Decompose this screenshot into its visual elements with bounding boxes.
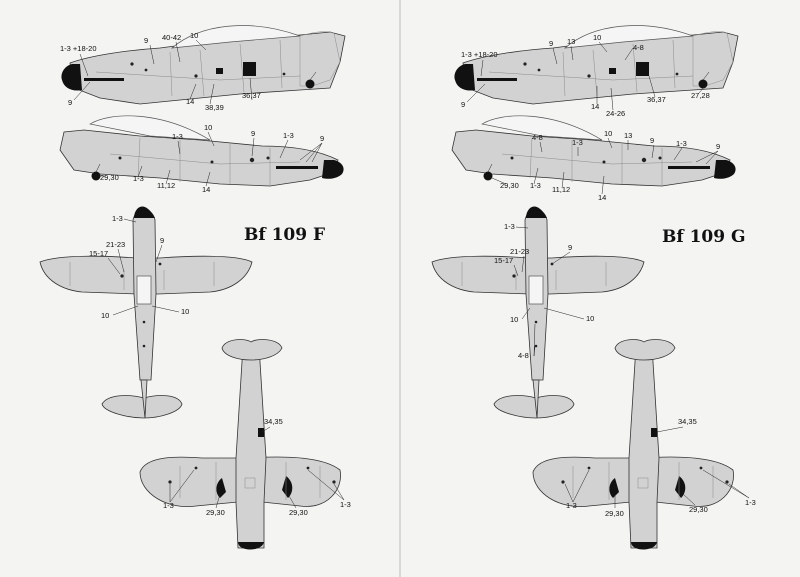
label-10: 10	[510, 315, 518, 324]
label-27-28: 27,28	[691, 91, 710, 100]
label-1-3-right: 1-3	[340, 500, 351, 509]
label-11-12: 11,12	[157, 181, 175, 190]
label-11-12: 11,12	[552, 185, 570, 194]
label-9: 9	[549, 39, 553, 48]
bf109g-left-side-view: 1-3 +18-20 9 13 10 4-8 9 14 24-26 36,37 …	[453, 25, 739, 118]
bf109g-title: Bf 109 G	[662, 227, 746, 247]
bf109g-bottom-view: 34,35 1-3 29,30 29,30 1-3	[532, 339, 756, 550]
label-4-8: 4-8	[633, 43, 644, 52]
bf109f-bottom-view: 34,35 1-3 29,30 29,30 1-3	[139, 339, 351, 550]
label-29-30-right: 29,30	[289, 508, 308, 517]
label-1-3-left: 1-3	[566, 501, 577, 510]
label-38-39: 38,39	[205, 103, 224, 112]
label-1-3-nose: 1-3	[676, 139, 687, 148]
label-4-8: 4-8	[518, 351, 529, 360]
label-21-23: 21-23	[106, 240, 125, 249]
label-1-3-right: 1-3	[745, 498, 756, 507]
label-9-nose: 9	[716, 142, 720, 151]
label-10-right: 10	[181, 307, 189, 316]
label-1-3-lower: 1-3	[133, 174, 144, 183]
label-21-23: 21-23	[510, 247, 529, 256]
label-14: 14	[186, 97, 194, 106]
label-14: 14	[202, 185, 210, 194]
label-29-30-left: 29,30	[206, 508, 225, 517]
label-13: 13	[567, 37, 575, 46]
label-14: 14	[598, 193, 606, 202]
label-36-37: 36,37	[647, 95, 666, 104]
label-10: 10	[190, 31, 198, 40]
label-10: 10	[101, 311, 109, 320]
label-13: 13	[624, 131, 632, 140]
label-1-3-nose: 1-3	[283, 131, 294, 140]
label-1-3-18-20: 1-3 +18-20	[461, 50, 498, 59]
label-1-3-lower: 1-3	[530, 181, 541, 190]
label-9: 9	[568, 243, 572, 252]
label-15-17: 15-17	[89, 249, 108, 258]
label-34-35: 34,35	[264, 417, 283, 426]
label-1-3: 1-3	[172, 132, 183, 141]
label-10: 10	[204, 123, 212, 132]
label-9: 9	[251, 129, 255, 138]
label-14: 14	[591, 102, 599, 111]
label-10: 10	[593, 33, 601, 42]
label-9-nose: 9	[320, 134, 324, 143]
label-9: 9	[144, 36, 148, 45]
label-1-3: 1-3	[572, 138, 583, 147]
bf109f-right-side-view: 1-3 10 9 1-3 9 29,30 1-3 11,12 14	[59, 115, 345, 194]
label-29-30: 29,30	[100, 173, 119, 182]
label-9: 9	[650, 136, 654, 145]
label-29-30: 29,30	[500, 181, 519, 190]
label-1-3-18-20: 1-3 +18-20	[60, 44, 97, 53]
label-1-3: 1-3	[504, 222, 515, 231]
label-24-26: 24-26	[606, 109, 625, 118]
bf109g-panel: Bf 109 G 1-3 +18-20 9 13 10 4-8 9 14 24-…	[431, 25, 756, 550]
label-34-35: 34,35	[678, 417, 697, 426]
label-29-30-right: 29,30	[689, 505, 708, 514]
label-4-8: 4-8	[532, 133, 543, 142]
bf109g-top-view: 1-3 21-23 9 15-17 10 10 4-8	[431, 205, 645, 419]
label-29-30-left: 29,30	[605, 509, 624, 518]
bf109g-right-side-view: 4-8 1-3 10 13 9 1-3 9 29,30 1-3 11,12 14	[451, 115, 737, 202]
label-15-17: 15-17	[494, 256, 513, 265]
bf109f-top-view: 1-3 21-23 9 15-17 10 10	[39, 205, 253, 419]
label-9: 9	[160, 236, 164, 245]
label-1-3-left: 1-3	[163, 501, 174, 510]
label-40-42: 40-42	[162, 33, 181, 42]
bf109f-panel: Bf 109 F 1-3 +18-20 9 40-42 10 9 14 38,3…	[39, 25, 351, 550]
label-10-right: 10	[586, 314, 594, 323]
bf109f-title: Bf 109 F	[244, 225, 325, 245]
label-9-lower: 9	[461, 100, 465, 109]
bf109f-left-side-view: 1-3 +18-20 9 40-42 10 9 14 38,39 36,37	[60, 25, 346, 112]
label-1-3: 1-3	[112, 214, 123, 223]
label-9-lower: 9	[68, 98, 72, 107]
label-10: 10	[604, 129, 612, 138]
